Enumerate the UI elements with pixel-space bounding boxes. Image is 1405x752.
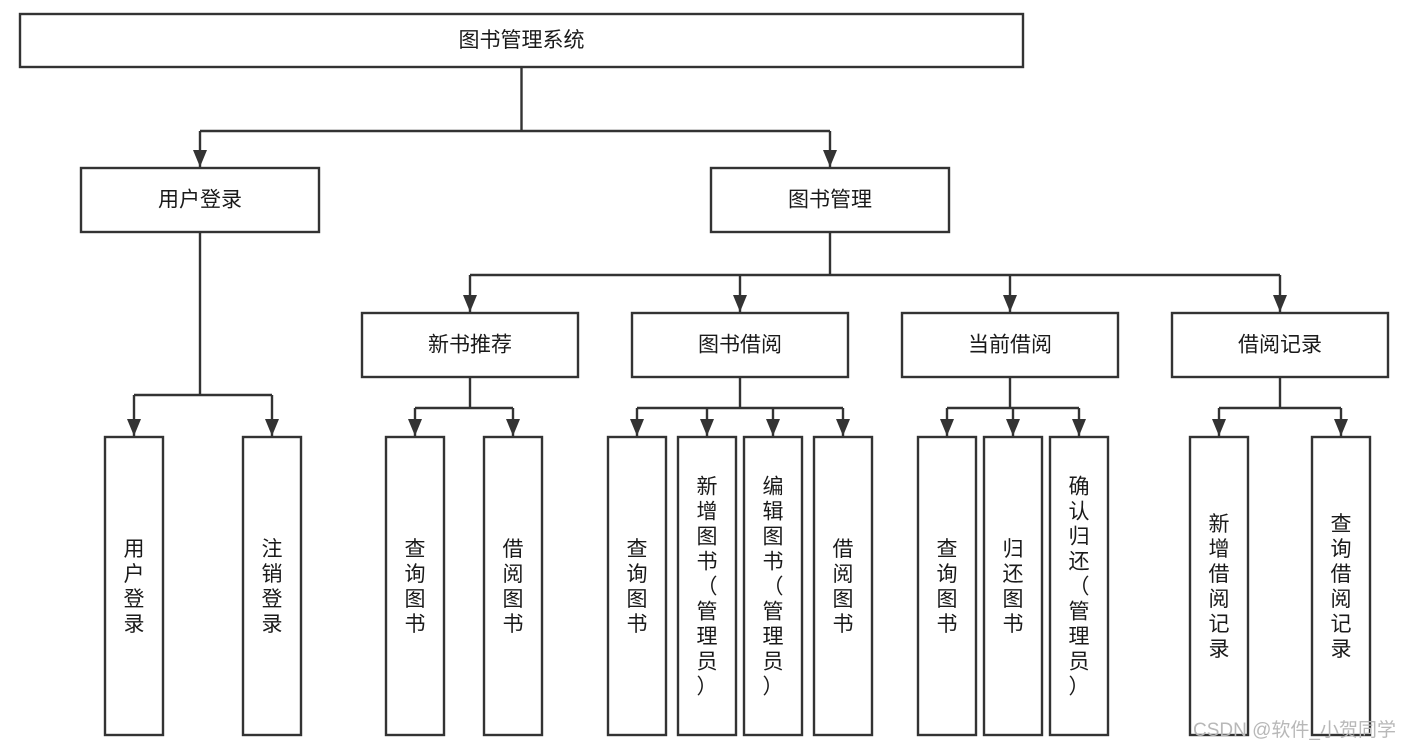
node-label-user-login: 用户登录 (158, 189, 242, 212)
connector-book-management-arrowhead-0 (463, 295, 477, 312)
node-box-leaf-add-record[interactable] (1188, 435, 1250, 737)
node-layer: 图书管理系统用户登录图书管理新书推荐图书借阅当前借阅借阅记录用户登录注销登录查询… (18, 12, 1390, 737)
connector-book-borrow-arrowhead-0 (630, 419, 644, 436)
node-label-leaf-query-book-3: 查询图书 (937, 538, 958, 636)
node-box-leaf-add-book[interactable] (676, 435, 738, 737)
node-label-leaf-query-record: 查询借阅记录 (1331, 513, 1352, 661)
node-box-leaf-query-book-2[interactable] (606, 435, 668, 737)
connector-book-borrow-arrowhead-1 (700, 419, 714, 436)
node-box-leaf-query-record[interactable] (1310, 435, 1372, 737)
node-label-book-borrow: 图书借阅 (698, 334, 782, 357)
connector-new-book-recommend-arrowhead-1 (506, 419, 520, 436)
connector-book-management-arrowhead-3 (1273, 295, 1287, 312)
node-box-leaf-user-login[interactable] (103, 435, 165, 737)
node-box-leaf-query-book-3[interactable] (916, 435, 978, 737)
connector-book-borrow-arrowhead-3 (836, 419, 850, 436)
node-box-new-book-recommend[interactable] (360, 311, 580, 379)
connector-current-borrow-arrowhead-1 (1006, 419, 1020, 436)
node-box-leaf-query-book-1[interactable] (384, 435, 446, 737)
node-label-leaf-borrow-book-2: 借阅图书 (833, 538, 854, 636)
node-box-user-login[interactable] (79, 166, 321, 234)
node-label-leaf-add-record: 新增借阅记录 (1209, 513, 1230, 661)
node-label-leaf-query-book-1: 查询图书 (405, 538, 426, 636)
node-label-leaf-edit-book: 编辑图书（管理员） (763, 476, 784, 699)
connector-book-borrow-arrowhead-2 (766, 419, 780, 436)
connector-borrow-record-arrowhead-1 (1334, 419, 1348, 436)
connector-current-borrow-arrowhead-2 (1072, 419, 1086, 436)
node-label-leaf-logout: 注销登录 (262, 538, 283, 636)
connector-book-management-arrowhead-2 (1003, 295, 1017, 312)
node-box-borrow-record[interactable] (1170, 311, 1390, 379)
connector-user-login-arrowhead-0 (127, 419, 141, 436)
node-box-book-management[interactable] (709, 166, 951, 234)
connector-root-arrowhead-1 (823, 150, 837, 167)
connector-book-management-arrowhead-1 (733, 295, 747, 312)
connector-new-book-recommend-arrowhead-0 (408, 419, 422, 436)
node-label-leaf-query-book-2: 查询图书 (627, 538, 648, 636)
node-box-leaf-borrow-book-2[interactable] (812, 435, 874, 737)
node-box-root[interactable] (18, 12, 1025, 69)
node-label-leaf-user-login: 用户登录 (124, 538, 145, 636)
csdn-watermark: CSDN @软件_小贺同学 (1193, 719, 1396, 741)
node-box-leaf-edit-book[interactable] (742, 435, 804, 737)
node-label-leaf-return-book: 归还图书 (1003, 538, 1024, 636)
node-label-new-book-recommend: 新书推荐 (428, 334, 512, 357)
node-box-leaf-borrow-book-1[interactable] (482, 435, 544, 737)
node-box-current-borrow[interactable] (900, 311, 1120, 379)
node-label-leaf-add-book: 新增图书（管理员） (697, 476, 718, 699)
connector-borrow-record-arrowhead-0 (1212, 419, 1226, 436)
node-label-borrow-record: 借阅记录 (1238, 334, 1322, 357)
node-box-leaf-logout[interactable] (241, 435, 303, 737)
node-label-leaf-borrow-book-1: 借阅图书 (503, 538, 524, 636)
node-box-leaf-return-book[interactable] (982, 435, 1044, 737)
connector-root-arrowhead-0 (193, 150, 207, 167)
node-label-root: 图书管理系统 (459, 29, 585, 52)
connector-user-login-arrowhead-1 (265, 419, 279, 436)
node-box-book-borrow[interactable] (630, 311, 850, 379)
node-label-book-management: 图书管理 (788, 189, 872, 212)
node-label-leaf-confirm-return: 确认归还（管理员） (1069, 476, 1090, 699)
connector-layer (127, 67, 1348, 436)
connector-current-borrow-arrowhead-0 (940, 419, 954, 436)
node-label-current-borrow: 当前借阅 (968, 334, 1052, 357)
node-box-leaf-confirm-return[interactable] (1048, 435, 1110, 737)
